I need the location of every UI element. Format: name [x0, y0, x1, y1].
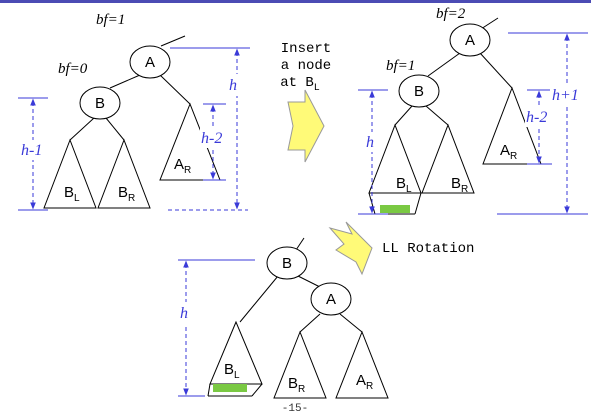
insert-step: Insert a node at BL: [280, 41, 331, 163]
height-h: h: [229, 77, 237, 94]
height-h-minus-2: h-2: [526, 109, 547, 126]
subtree-br: [97, 138, 151, 209]
node-b: [266, 246, 308, 280]
node-b: [398, 74, 440, 108]
subtree-br-label: BR: [451, 175, 468, 195]
subtree-br-label: BR: [118, 184, 135, 204]
top-border: [0, 0, 591, 3]
node-a: [310, 282, 352, 316]
height-h-minus-2: h-2: [201, 130, 222, 147]
subtree-ar: [335, 330, 389, 399]
page-number: -15-: [282, 403, 308, 414]
right-arrow-icon: [287, 89, 325, 163]
bf-annotation-child: bf=0: [58, 61, 88, 77]
subtree-br: [421, 123, 475, 194]
subtree-ar-label: AR: [174, 156, 191, 176]
insert-line-3: at BL: [280, 75, 320, 94]
node-a: [129, 45, 171, 79]
height-h-plus-1: h+1: [552, 87, 579, 104]
rotated-tree: B A BL BR AR h: [178, 237, 389, 399]
subtree-bl-label: BL: [396, 175, 412, 195]
subtree-bl: [43, 138, 97, 209]
node-b-label: B: [95, 95, 105, 112]
height-h-minus-1: h-1: [21, 142, 42, 159]
bf-annotation-root: bf=1: [96, 12, 125, 28]
original-tree: A B BL BR AR h h-1 h-2 bf=1 bf=0: [18, 12, 250, 211]
subtree-ar-label: AR: [500, 142, 517, 162]
subtree-bl-label: BL: [64, 184, 80, 204]
insert-line-2: a node: [281, 58, 331, 74]
down-left-arrow-icon: [328, 221, 373, 276]
node-a-label: A: [326, 291, 336, 308]
node-a: [449, 23, 491, 57]
bf-annotation-child: bf=1: [386, 58, 415, 74]
rotation-step: LL Rotation: [328, 221, 474, 276]
rotation-label: LL Rotation: [382, 241, 474, 257]
node-b: [79, 86, 121, 120]
subtree-bl: [368, 123, 422, 194]
after-insert-tree: A B BL BR AR h+1 h h-2 bf=2 bf=1: [358, 6, 588, 215]
subtree-br: [273, 330, 327, 399]
node-a-label: A: [145, 54, 155, 71]
bf-annotation-root: bf=2: [436, 6, 466, 22]
subtree-bl-label: BL: [224, 361, 240, 381]
node-b-label: B: [414, 83, 424, 100]
node-b-label: B: [282, 255, 292, 272]
height-h: h: [180, 305, 188, 322]
node-a-label: A: [465, 32, 475, 49]
height-h: h: [366, 134, 374, 151]
insert-line-1: Insert: [281, 41, 331, 57]
inserted-node-marker: [213, 384, 247, 392]
subtree-br-label: BR: [288, 375, 305, 395]
subtree-ar-label: AR: [356, 372, 373, 392]
inserted-node-marker: [380, 205, 410, 213]
